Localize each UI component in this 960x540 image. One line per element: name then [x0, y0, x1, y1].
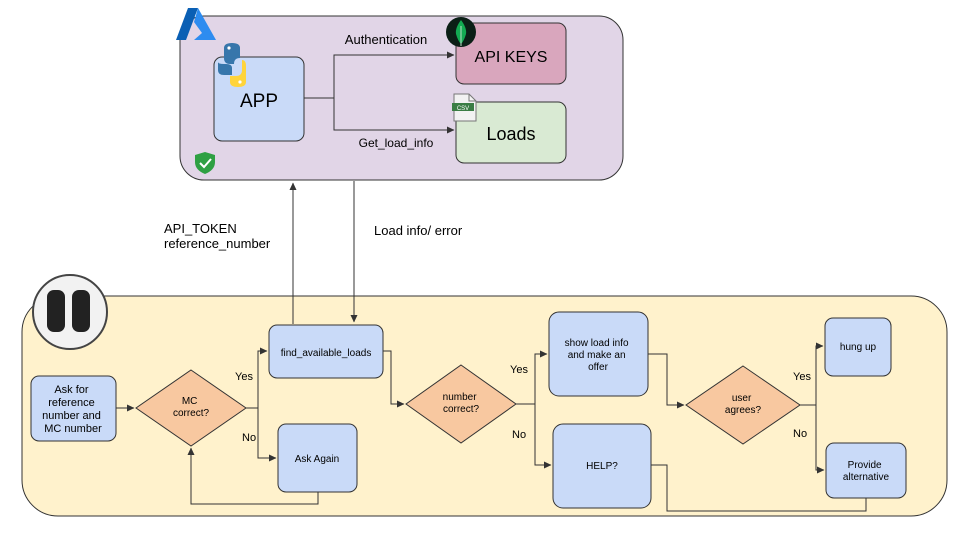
number-yes-label: Yes: [510, 364, 528, 376]
response-label: Load info/ error: [374, 223, 463, 238]
loads-label: Loads: [486, 124, 535, 144]
mc-no-connector: [257, 408, 277, 462]
loads-box: [455, 101, 567, 164]
mongodb-leaf-icon: [446, 17, 476, 47]
number-yes-connector: [516, 350, 548, 405]
number-correct-decision: [405, 364, 517, 444]
hung-up-label: hung up: [840, 342, 877, 353]
ask-reference-label: Ask for reference number and MC number: [42, 384, 104, 435]
ask-line-2: reference: [48, 397, 94, 409]
ask-line-1: Ask for: [54, 384, 89, 396]
show-load-info-label: show load info and make an offer: [565, 338, 632, 373]
shield-check-icon: [195, 152, 215, 174]
find-available-loads-label: find_available_loads: [281, 348, 372, 359]
mc-line-1: MC: [182, 396, 198, 407]
number-no-label: No: [512, 429, 526, 441]
request-label-token: API_TOKEN: [164, 221, 237, 236]
app-label: APP: [240, 91, 278, 112]
provide-alternative-label: Provide alternative: [843, 460, 890, 483]
hung-up-box: [824, 317, 892, 377]
show-load-to-agrees-connector: [648, 353, 685, 409]
alt-line-1: Provide: [848, 460, 882, 471]
agrees-line-2: agrees?: [725, 405, 762, 416]
alt-line-2: alternative: [843, 472, 890, 483]
azure-logo-icon: [176, 8, 216, 40]
csv-badge-label: CSV: [457, 106, 469, 112]
ask-line-3: number and: [42, 410, 101, 422]
app-to-loads-connector: [333, 98, 455, 134]
mc-correct-label: MC correct?: [173, 396, 210, 419]
ask-again-label: Ask Again: [295, 454, 339, 465]
python-logo-icon: [218, 43, 246, 87]
mc-line-2: correct?: [173, 408, 210, 419]
csv-file-icon: CSV: [452, 93, 477, 122]
help-bottom-line: [651, 464, 867, 512]
show-line-1: show load info: [565, 338, 629, 349]
help-box: [552, 423, 652, 509]
agrees-yes-label: Yes: [793, 371, 811, 383]
show-line-3: offer: [588, 362, 608, 373]
mc-yes-connector: [246, 347, 268, 409]
request-label-reference: reference_number: [164, 236, 271, 251]
show-line-2: and make an: [568, 350, 626, 361]
user-agrees-decision: [685, 365, 801, 445]
get-load-info-label: Get_load_info: [359, 136, 434, 150]
mc-correct-decision: [135, 369, 247, 447]
agent-logo-icon: [32, 274, 108, 350]
help-label: HELP?: [586, 461, 618, 472]
mc-no-label: No: [242, 432, 256, 444]
number-no-connector: [534, 404, 552, 469]
agrees-no-label: No: [793, 428, 807, 440]
ask-again-loop-connector: [187, 447, 319, 505]
mc-yes-label: Yes: [235, 371, 253, 383]
agrees-line-1: user: [732, 393, 752, 404]
number-line-2: correct?: [443, 404, 480, 415]
authentication-label: Authentication: [345, 32, 427, 47]
number-correct-label: number correct?: [443, 392, 480, 415]
app-to-api-keys-connector: [304, 51, 455, 99]
api-keys-label: API KEYS: [475, 49, 548, 66]
number-line-1: number: [443, 392, 478, 403]
find-loads-to-number-connector: [383, 350, 405, 408]
api-keys-box: [455, 22, 567, 85]
user-agrees-label: user agrees?: [725, 393, 762, 416]
ask-line-4: MC number: [44, 423, 102, 435]
agrees-yes-connector: [800, 342, 824, 406]
agrees-no-connector: [815, 405, 825, 474]
